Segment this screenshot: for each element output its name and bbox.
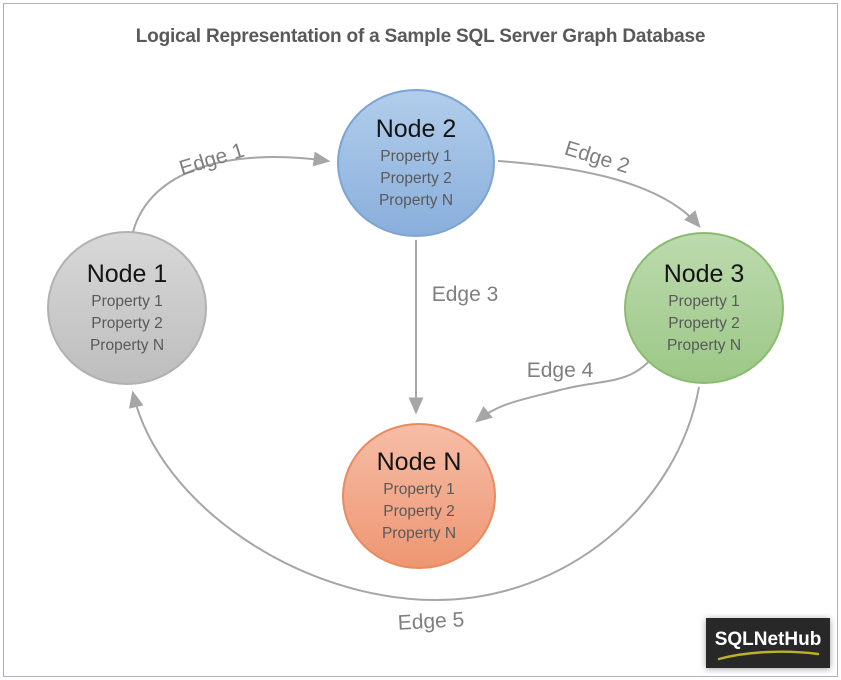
sqlnethub-logo-text: SQLNetHub (714, 629, 822, 650)
node-n: Node N Property 1 Property 2 Property N (342, 423, 496, 569)
node-n-property-2: Property 2 (383, 502, 455, 520)
node-1-property-2: Property 2 (91, 314, 163, 332)
node-1: Node 1 Property 1 Property 2 Property N (47, 231, 207, 385)
edge-4-label: Edge 4 (526, 359, 594, 382)
node-n-property-1: Property 1 (383, 480, 455, 498)
edge-1-arrow (132, 151, 331, 233)
node-1-property-1: Property 1 (91, 292, 163, 310)
edge-5-label: Edge 5 (397, 608, 465, 635)
node-2-title: Node 2 (375, 114, 457, 143)
node-3-property-1: Property 1 (668, 292, 740, 310)
edge-2-arrow (497, 160, 701, 228)
sqlnethub-logo: SQLNetHub (706, 618, 830, 668)
edge-3-label: Edge 3 (431, 283, 499, 306)
node-1-title: Node 1 (86, 259, 168, 288)
node-n-title: Node N (376, 447, 462, 476)
edge-5-arrow (128, 386, 700, 602)
node-3: Node 3 Property 1 Property 2 Property N (624, 232, 784, 384)
node-3-property-n: Property N (666, 336, 742, 354)
edge-4-arrow (475, 357, 653, 423)
node-2-property-1: Property 1 (380, 147, 452, 165)
node-2-property-n: Property N (378, 191, 454, 209)
node-n-property-n: Property N (381, 524, 457, 542)
node-2-property-2: Property 2 (380, 169, 452, 187)
node-2: Node 2 Property 1 Property 2 Property N (337, 89, 495, 237)
logo-underline-swoosh (717, 650, 820, 661)
node-3-property-2: Property 2 (668, 314, 740, 332)
node-1-property-n: Property N (89, 336, 165, 354)
diagram-title: Logical Representation of a Sample SQL S… (135, 26, 706, 47)
node-3-title: Node 3 (663, 259, 745, 288)
